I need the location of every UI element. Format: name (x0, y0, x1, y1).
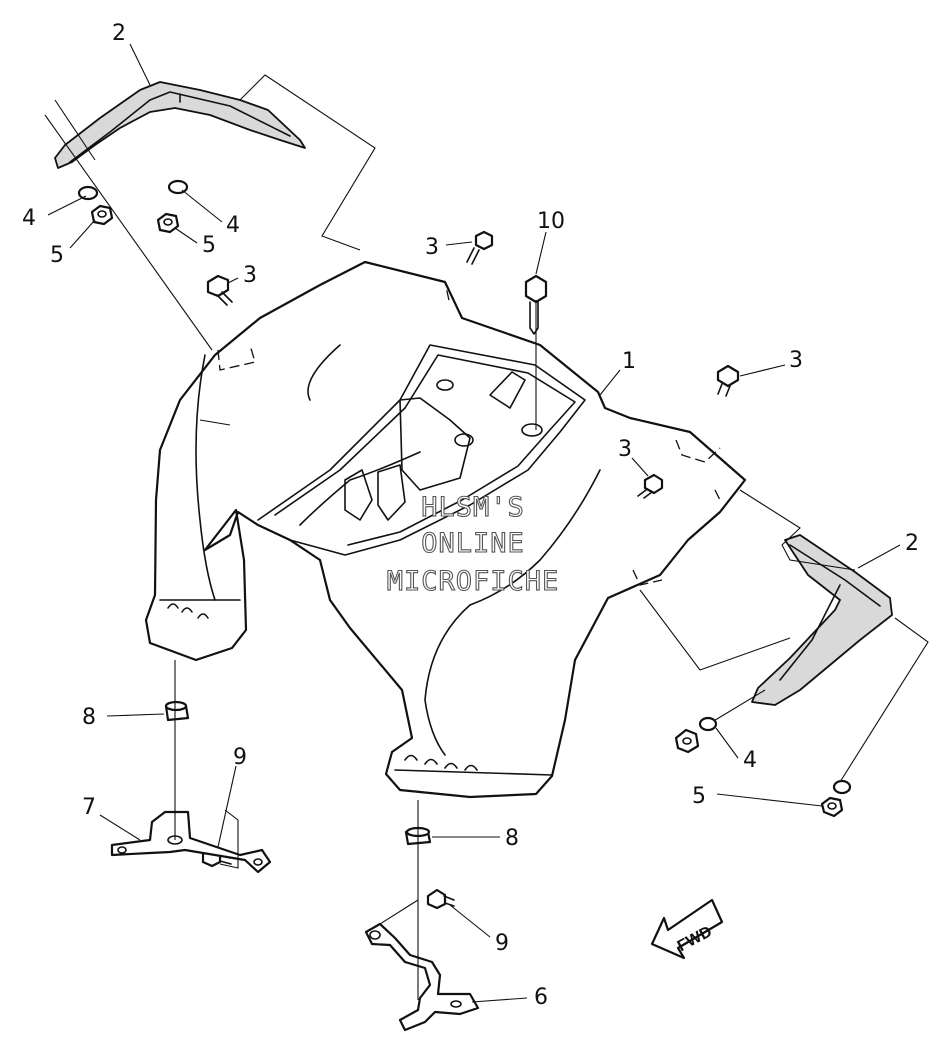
callout-2: 2 (905, 531, 919, 556)
bracket-7 (110, 810, 272, 874)
nut-5d (820, 796, 844, 818)
nut-5c (674, 728, 700, 754)
callout-8: 8 (82, 705, 96, 730)
callout-9: 9 (495, 931, 509, 956)
bolt-3c (716, 364, 740, 397)
guide-line (839, 617, 929, 783)
washer-4d (832, 779, 852, 795)
callout-2: 2 (112, 21, 126, 46)
leader-lines (47, 43, 901, 1003)
callout-1: 1 (622, 349, 636, 374)
fender-guard-upper (54, 81, 306, 169)
callout-5: 5 (50, 243, 64, 268)
bracket-6 (364, 922, 480, 1032)
bolt-3a (466, 230, 494, 265)
bolt-3d (637, 473, 664, 499)
callout-8: 8 (505, 826, 519, 851)
callout-10: 10 (537, 209, 565, 234)
callout-5: 5 (202, 233, 216, 258)
bolt-10 (524, 274, 548, 335)
nut-5a (90, 204, 114, 226)
washer-4c (698, 716, 718, 732)
fender-guard-right (751, 534, 893, 706)
rear-fender-body (144, 260, 747, 799)
callout-3: 3 (618, 437, 632, 462)
callout-3: 3 (425, 235, 439, 260)
guide-line (739, 489, 856, 571)
nut-5b (156, 212, 180, 234)
guide-line (44, 114, 213, 351)
watermark-line-1: HLSM'S (421, 492, 525, 523)
guide-line (54, 99, 96, 161)
callout-3: 3 (243, 263, 257, 288)
bolt-3b (206, 274, 233, 306)
callout-7: 7 (82, 795, 96, 820)
fwd-arrow-icon: FWD (650, 898, 724, 960)
callout-4: 4 (226, 213, 240, 238)
callout-5: 5 (692, 784, 706, 809)
watermark-line-3: MICROFICHE (387, 566, 560, 597)
callout-4: 4 (22, 206, 36, 231)
washer-4a (77, 185, 99, 201)
callout-3: 3 (789, 348, 803, 373)
grommet-8a (164, 700, 190, 722)
guide-line (239, 74, 376, 251)
callout-4: 4 (743, 748, 757, 773)
guide-line (379, 899, 419, 925)
guide-line (219, 809, 239, 869)
callout-9: 9 (233, 745, 247, 770)
watermark-line-2: ONLINE (421, 528, 525, 559)
guide-line (711, 689, 766, 723)
guide-line (639, 589, 791, 671)
watermark: HLSM'S ONLINE MICROFICHE (386, 491, 560, 597)
callout-labels: 2 4 5 4 5 3 3 10 1 3 3 2 8 9 7 4 5 8 9 6 (22, 21, 919, 1010)
bolt-9b (426, 888, 455, 910)
callout-6: 6 (534, 985, 548, 1010)
